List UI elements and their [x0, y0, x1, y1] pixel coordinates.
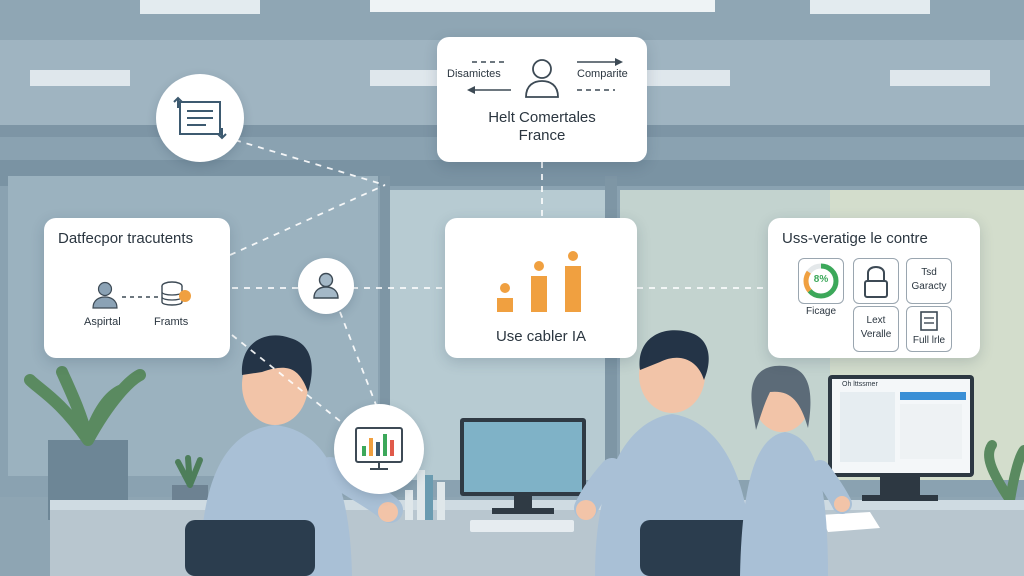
person-icon [92, 281, 118, 309]
bar-chart-icon [497, 251, 581, 312]
top-left-label: Disamictes [447, 68, 501, 80]
donut-value: 8% [813, 274, 829, 285]
lock-tile [853, 258, 899, 304]
text-tile-bottom: Lext Veralle [853, 306, 899, 352]
center-card-label: Use cabler IA [495, 328, 587, 345]
left-info-card: Datfecpor tracutents Aspirtal Framts [44, 218, 230, 358]
tile2-line1: Tsd [921, 267, 937, 278]
user-icon [525, 59, 559, 98]
document-tile: Full lrle [906, 306, 952, 352]
right-card-title: Uss-veratige le contre [782, 230, 928, 247]
tile3-line1: Lext [866, 315, 886, 326]
donut-tile: 8% [798, 258, 844, 304]
top-card-title-line2: France [518, 127, 566, 144]
right-info-card: Uss-veratige le contre 8% Ficage Tsd Gar… [768, 218, 980, 358]
chart-circle [334, 404, 424, 494]
document-sync-icon [173, 96, 227, 140]
left-card-title: Datfecpor tracutents [58, 230, 194, 247]
center-info-card: Use cabler IA [445, 218, 637, 358]
tile2-line2: Garacty [911, 281, 947, 292]
document-circle [156, 74, 244, 162]
top-card-title-line1: Helt Comertales [488, 109, 596, 126]
donut-chart-icon [803, 263, 839, 299]
right-card-tile1-label: Ficage [806, 306, 837, 317]
lock-icon [864, 266, 888, 298]
dashed-link [122, 296, 178, 298]
document-icon [920, 311, 938, 331]
top-info-card: Disamictes Comparite Helt Comertales Fra… [437, 37, 647, 162]
left-card-label-b: Framts [154, 316, 189, 328]
text-tile-top: Tsd Garacty [906, 258, 952, 304]
top-card-arrows [467, 58, 623, 94]
left-card-label-a: Aspirtal [84, 316, 121, 328]
tile4-label: Full lrle [912, 335, 946, 346]
top-right-label: Comparite [577, 68, 628, 80]
tile3-line2: Veralle [860, 329, 892, 340]
monitor-chart-icon [355, 427, 403, 470]
user-avatar-icon [313, 272, 339, 299]
right-monitor-header: Oh lttssmer [842, 381, 878, 388]
user-circle [298, 258, 354, 314]
database-icon [161, 281, 191, 306]
